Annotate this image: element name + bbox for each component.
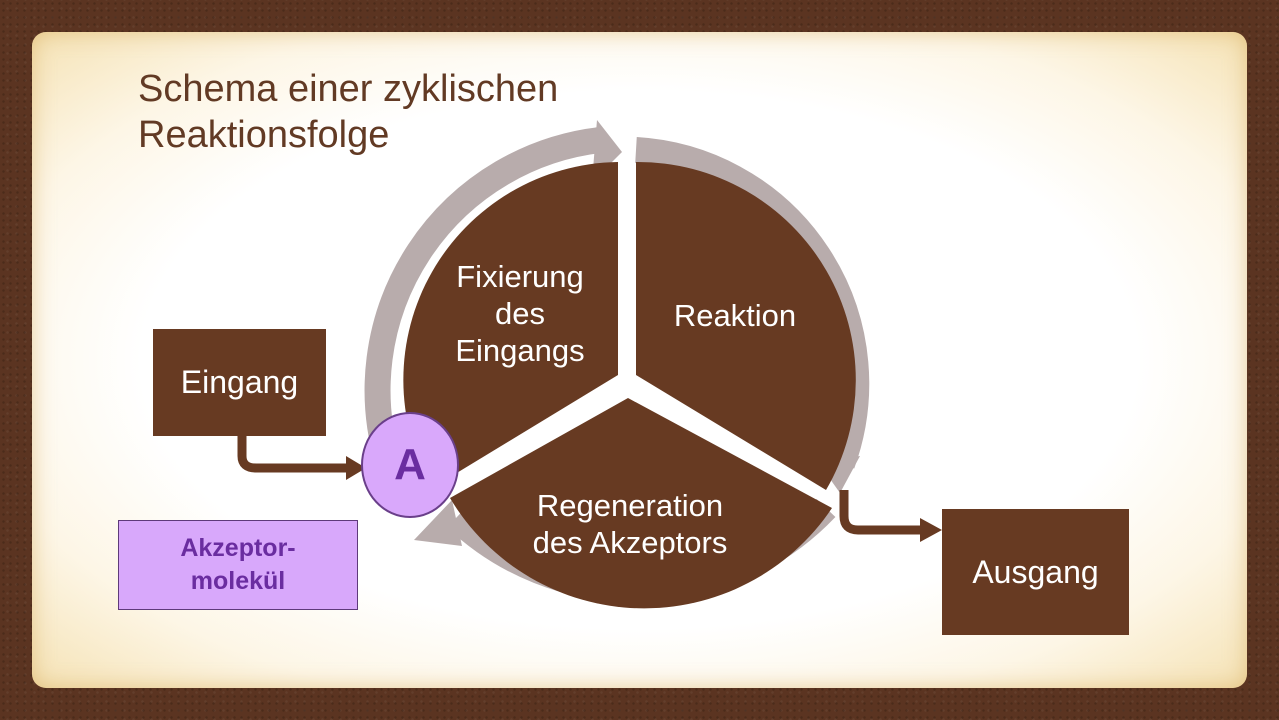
input-connector-arrow [346, 456, 366, 480]
input-box: Eingang [153, 329, 326, 436]
segment-label-fixation: Fixierung des Eingangs [430, 258, 610, 369]
reaction-line-1: Reaktion [673, 298, 797, 333]
output-connector-arrow [920, 518, 942, 542]
segment-regeneration [450, 398, 832, 609]
input-connector [237, 436, 348, 473]
ring-arc-reaction [635, 137, 870, 469]
title-line-2: Reaktionsfolge [138, 114, 390, 156]
acceptor-caption-line-2: molekül [190, 567, 286, 595]
input-label: Eingang [180, 364, 299, 400]
output-box: Ausgang [942, 509, 1129, 635]
segment-label-regeneration: Regeneration des Akzeptors [480, 487, 780, 561]
fixation-line-2: des [495, 296, 545, 331]
segment-label-reaction: Reaktion [650, 297, 820, 334]
output-connector [839, 490, 922, 535]
acceptor-caption-line-1: Akzeptor- [180, 534, 296, 562]
regeneration-line-2: des Akzeptors [532, 525, 728, 560]
output-label: Ausgang [972, 553, 1099, 590]
page-title: Schema einer zyklischen Reaktionsfolge [138, 66, 558, 158]
acceptor-caption-box: Akzeptor- molekül [118, 520, 358, 610]
regeneration-line-1: Regeneration [536, 488, 724, 523]
ring-arrow-left [414, 500, 462, 546]
acceptor-circle: A [361, 412, 459, 518]
fixation-line-3: Eingangs [455, 333, 585, 368]
acceptor-symbol: A [394, 440, 426, 489]
segment-reaction [636, 161, 856, 490]
fixation-line-1: Fixierung [456, 259, 584, 294]
segment-fixation [403, 162, 618, 488]
ring-arc-fixation [364, 127, 602, 466]
title-line-1: Schema einer zyklischen [138, 68, 559, 110]
